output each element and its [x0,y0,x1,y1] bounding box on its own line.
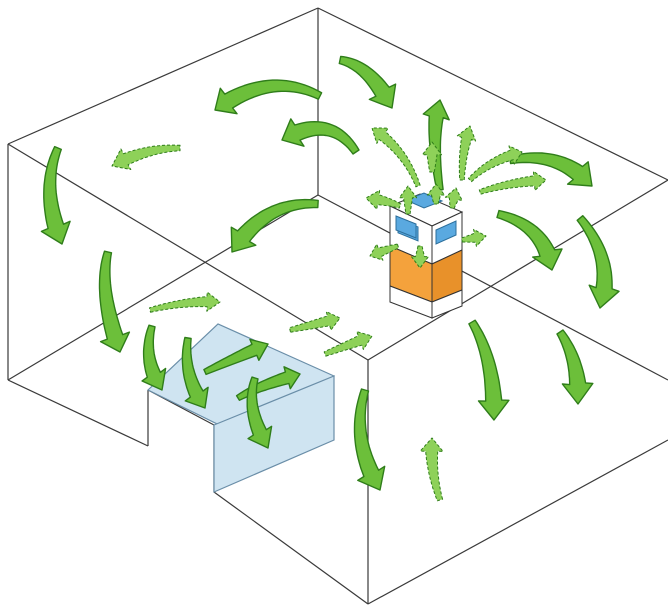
airflow-arrow-icon [40,145,71,245]
unit-panel [395,215,417,239]
partition-front [213,375,335,493]
airflow-arrow-icon [338,55,397,109]
dashed-airflow-arrow-icon [461,228,487,247]
airflow-arrow-icon [214,79,323,115]
dashed-airflow-arrow-icon [419,437,444,502]
dashed-airflow-arrow-icon [456,125,477,181]
airflow-arrow-icon [496,209,563,271]
dashed-airflow-arrow-icon [371,127,421,188]
dashed-airflow-arrow-icon [410,245,429,269]
unit-panel [435,220,457,245]
room-edge [317,194,668,381]
partition-box [146,323,336,493]
dashed-airflow-arrow-icon [478,170,547,195]
dashed-airflow-arrow-icon [323,331,373,357]
room-edge [317,7,668,181]
airflow-arrow-icon [246,376,273,449]
airflow-arrows [40,55,620,502]
air-purifier-unit-icon [388,192,464,319]
airflow-arrow-icon [203,338,269,376]
room-edge [7,7,319,145]
room-edge [367,439,668,605]
airflow-arrow-icon [576,215,620,309]
airflow-arrow-icon [230,198,319,253]
airflow-arrow-icon [422,99,450,192]
dashed-airflow-arrow-icon [444,187,463,209]
airflow-arrow-icon [468,319,510,421]
airflow-arrow-icon [353,388,386,491]
room-edge [213,491,369,605]
dashed-airflow-arrow-icon [289,311,341,333]
airflow-arrow-icon [141,324,167,391]
dashed-airflow-arrow-icon [422,141,442,173]
airflow-arrow-icon [556,329,594,405]
dashed-airflow-arrow-icon [369,243,400,261]
room-edge [367,179,668,361]
unit-base-right [431,289,463,319]
airflow-arrow-icon [281,118,360,155]
dashed-airflow-arrow-icon [149,291,221,313]
dashed-airflow-arrow-icon [398,185,418,215]
airflow-arrow-icon [98,250,131,353]
room-wireframe [7,7,668,605]
room-edge [7,379,149,447]
airflow-arrow-icon [508,152,593,187]
dashed-airflow-arrow-icon [426,183,446,205]
room-edge [7,194,319,381]
dashed-airflow-arrow-icon [365,189,402,210]
dashed-airflow-arrow-icon [467,145,523,183]
dashed-airflow-arrow-icon [111,144,181,170]
airflow-arrow-icon [181,336,209,409]
